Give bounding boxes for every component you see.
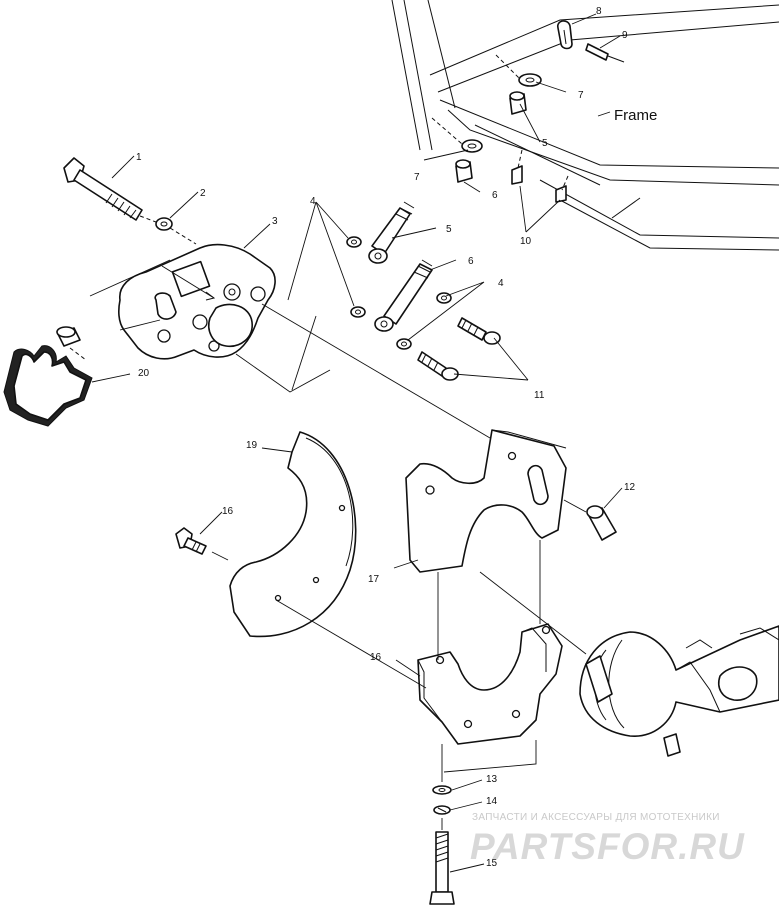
bushing-6-upper <box>455 159 473 183</box>
axle-housing <box>579 625 779 757</box>
callout-15: 15 <box>486 858 498 869</box>
bracket-16 <box>417 623 563 745</box>
callout-10: 10 <box>520 236 532 247</box>
washer-2 <box>155 217 173 231</box>
washer-4-d <box>396 338 412 350</box>
callout-16-bolt: 16 <box>222 506 234 517</box>
callout-2: 2 <box>200 188 206 199</box>
callout-1: 1 <box>136 152 142 163</box>
bolt-15 <box>429 831 455 905</box>
callout-leaders <box>91 13 623 873</box>
callout-9: 9 <box>622 30 628 41</box>
callout-7-upper: 7 <box>578 90 584 101</box>
watermark-logo: PARTSFOR.RU <box>470 826 745 867</box>
brake-disc-19 <box>229 431 357 638</box>
frame-structure <box>391 0 779 251</box>
washer-7-lower <box>431 117 483 153</box>
callout-7-lower: 7 <box>414 172 420 183</box>
spacer-12 <box>563 499 617 541</box>
clevis-pin-9 <box>585 43 625 63</box>
washer-4-b <box>350 306 366 318</box>
bolt-18 <box>175 527 207 555</box>
pin-20-small <box>56 326 81 347</box>
link-rod-5 <box>368 201 415 264</box>
callout-13: 13 <box>486 774 498 785</box>
caliper-3 <box>118 243 276 360</box>
bushing-5-upper <box>509 91 527 115</box>
callout-8: 8 <box>596 6 602 17</box>
callout-20: 20 <box>138 368 150 379</box>
washer-7-upper <box>495 54 542 87</box>
callout-16-bracket: 16 <box>370 652 382 663</box>
callout-5-link: 5 <box>446 224 452 235</box>
callout-5-frame: 5 <box>542 138 548 149</box>
bolt-11-lower <box>417 351 459 381</box>
bolt-1 <box>63 157 143 221</box>
callout-4-right: 4 <box>498 278 504 289</box>
callout-14: 14 <box>486 796 498 807</box>
bolt-11-upper <box>457 317 501 345</box>
brake-pad-20 <box>3 345 93 427</box>
callout-6-frame: 6 <box>492 190 498 201</box>
callout-17: 17 <box>368 574 380 585</box>
callout-11: 11 <box>534 390 545 401</box>
cotter-pin-8 <box>557 20 573 50</box>
callout-19: 19 <box>246 440 258 451</box>
clips-10 <box>511 149 569 203</box>
callout-6-link: 6 <box>468 256 474 267</box>
lockwasher-14 <box>433 805 451 815</box>
watermark-caption: ЗАПЧАСТИ И АКСЕССУАРЫ ДЛЯ МОТОТЕХНИКИ <box>472 812 720 823</box>
link-rod-6 <box>374 259 433 332</box>
callout-12: 12 <box>624 482 636 493</box>
frame-label: Frame <box>614 107 657 124</box>
washer-13 <box>432 785 452 795</box>
washer-4-a <box>346 236 362 248</box>
callout-4-left: 4 <box>310 196 316 207</box>
callout-3: 3 <box>272 216 278 227</box>
bracket-17 <box>405 429 567 573</box>
